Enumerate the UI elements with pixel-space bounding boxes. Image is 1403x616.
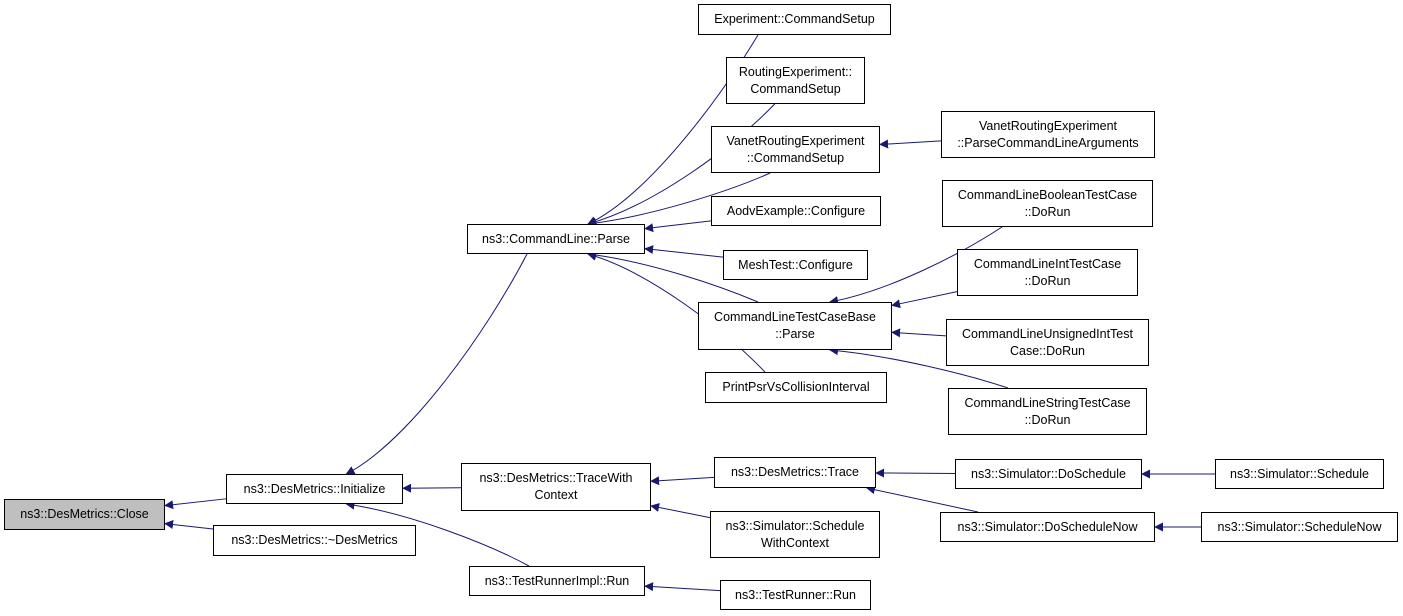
edge-routing_cmd-to-cmdline_parse [587, 103, 776, 227]
node-simulator-doschedulenow[interactable]: ns3::Simulator::DoScheduleNow [940, 512, 1155, 542]
node-printpsrvscollisioninterval[interactable]: PrintPsrVsCollisionInterval [705, 372, 887, 403]
edge-sim_schedule_context-to-trace_with_context [650, 503, 711, 519]
node-desmetrics-destructor[interactable]: ns3::DesMetrics::~DesMetrics [213, 525, 416, 556]
node-routingexperiment-commandsetup[interactable]: RoutingExperiment:: CommandSetup [726, 57, 865, 104]
edge-vanet_cmd-to-cmdline_parse [587, 172, 771, 228]
node-commandlineunsignedinttestcase-dorun[interactable]: CommandLineUnsignedIntTest Case::DoRun [946, 319, 1149, 366]
edge-aodv_configure-to-cmdline_parse [644, 220, 712, 233]
node-commandlinestringtestcase-dorun[interactable]: CommandLineStringTestCase ::DoRun [948, 388, 1147, 435]
node-commandlineinttestcase-dorun[interactable]: CommandLineIntTestCase ::DoRun [957, 249, 1138, 296]
node-commandlinetestcasebase-parse[interactable]: CommandLineTestCaseBase ::Parse [698, 302, 892, 350]
edge-vanet_parse_args-to-vanet_cmd [879, 139, 942, 149]
edge-testrunner_run-to-testrunnerimpl_run [644, 582, 721, 592]
node-simulator-doschedule[interactable]: ns3::Simulator::DoSchedule [955, 459, 1142, 489]
node-desmetrics-tracewithcontext[interactable]: ns3::DesMetrics::TraceWith Context [461, 463, 651, 511]
edge-print_psr-to-cmdline_parse [587, 251, 766, 373]
edge-string_test_dorun-to-cltcb_parse [829, 346, 1009, 389]
node-simulator-schedulewithcontext[interactable]: ns3::Simulator::Schedule WithContext [710, 511, 880, 558]
edge-sim_do_schedule_now-to-desmetrics_trace [865, 485, 979, 513]
node-testrunner-run[interactable]: ns3::TestRunner::Run [720, 580, 871, 610]
edge-testrunnerimpl_run-to-initialize [345, 500, 530, 567]
node-meshtest-configure[interactable]: MeshTest::Configure [723, 250, 868, 280]
node-desmetrics-close: ns3::DesMetrics::Close [4, 499, 165, 530]
node-aodvexample-configure[interactable]: AodvExample::Configure [711, 196, 881, 226]
node-experiment-commandsetup[interactable]: Experiment::CommandSetup [698, 4, 891, 35]
edge-desmetrics_trace-to-trace_with_context [650, 476, 715, 486]
node-desmetrics-initialize[interactable]: ns3::DesMetrics::Initialize [226, 474, 403, 504]
edge-mesh_configure-to-cmdline_parse [644, 245, 724, 258]
edge-destructor-to-close [164, 520, 214, 530]
edge-bool_test_dorun-to-cltcb_parse [829, 226, 1003, 305]
node-simulator-schedule[interactable]: ns3::Simulator::Schedule [1215, 459, 1384, 489]
edge-int_test_dorun-to-cltcb_parse [891, 291, 958, 309]
edge-initialize-to-close [164, 498, 227, 510]
edge-cltcb_parse-to-cmdline_parse [587, 250, 759, 303]
edge-cmdline_parse-to-initialize [345, 253, 528, 475]
node-simulator-schedulenow[interactable]: ns3::Simulator::ScheduleNow [1201, 512, 1398, 542]
node-testrunnerimpl-run[interactable]: ns3::TestRunnerImpl::Run [469, 566, 645, 596]
node-desmetrics-trace[interactable]: ns3::DesMetrics::Trace [714, 457, 876, 488]
edge-uint_test_dorun-to-cltcb_parse [891, 328, 947, 338]
node-vanetroutingexperiment-commandsetup[interactable]: VanetRoutingExperiment ::CommandSetup [711, 126, 880, 173]
node-commandline-parse[interactable]: ns3::CommandLine::Parse [467, 224, 645, 254]
node-vanetroutingexperiment-parsecommandlinearguments[interactable]: VanetRoutingExperiment ::ParseCommandLin… [941, 111, 1155, 158]
node-commandlinebooleantestcase-dorun[interactable]: CommandLineBooleanTestCase ::DoRun [942, 180, 1153, 227]
